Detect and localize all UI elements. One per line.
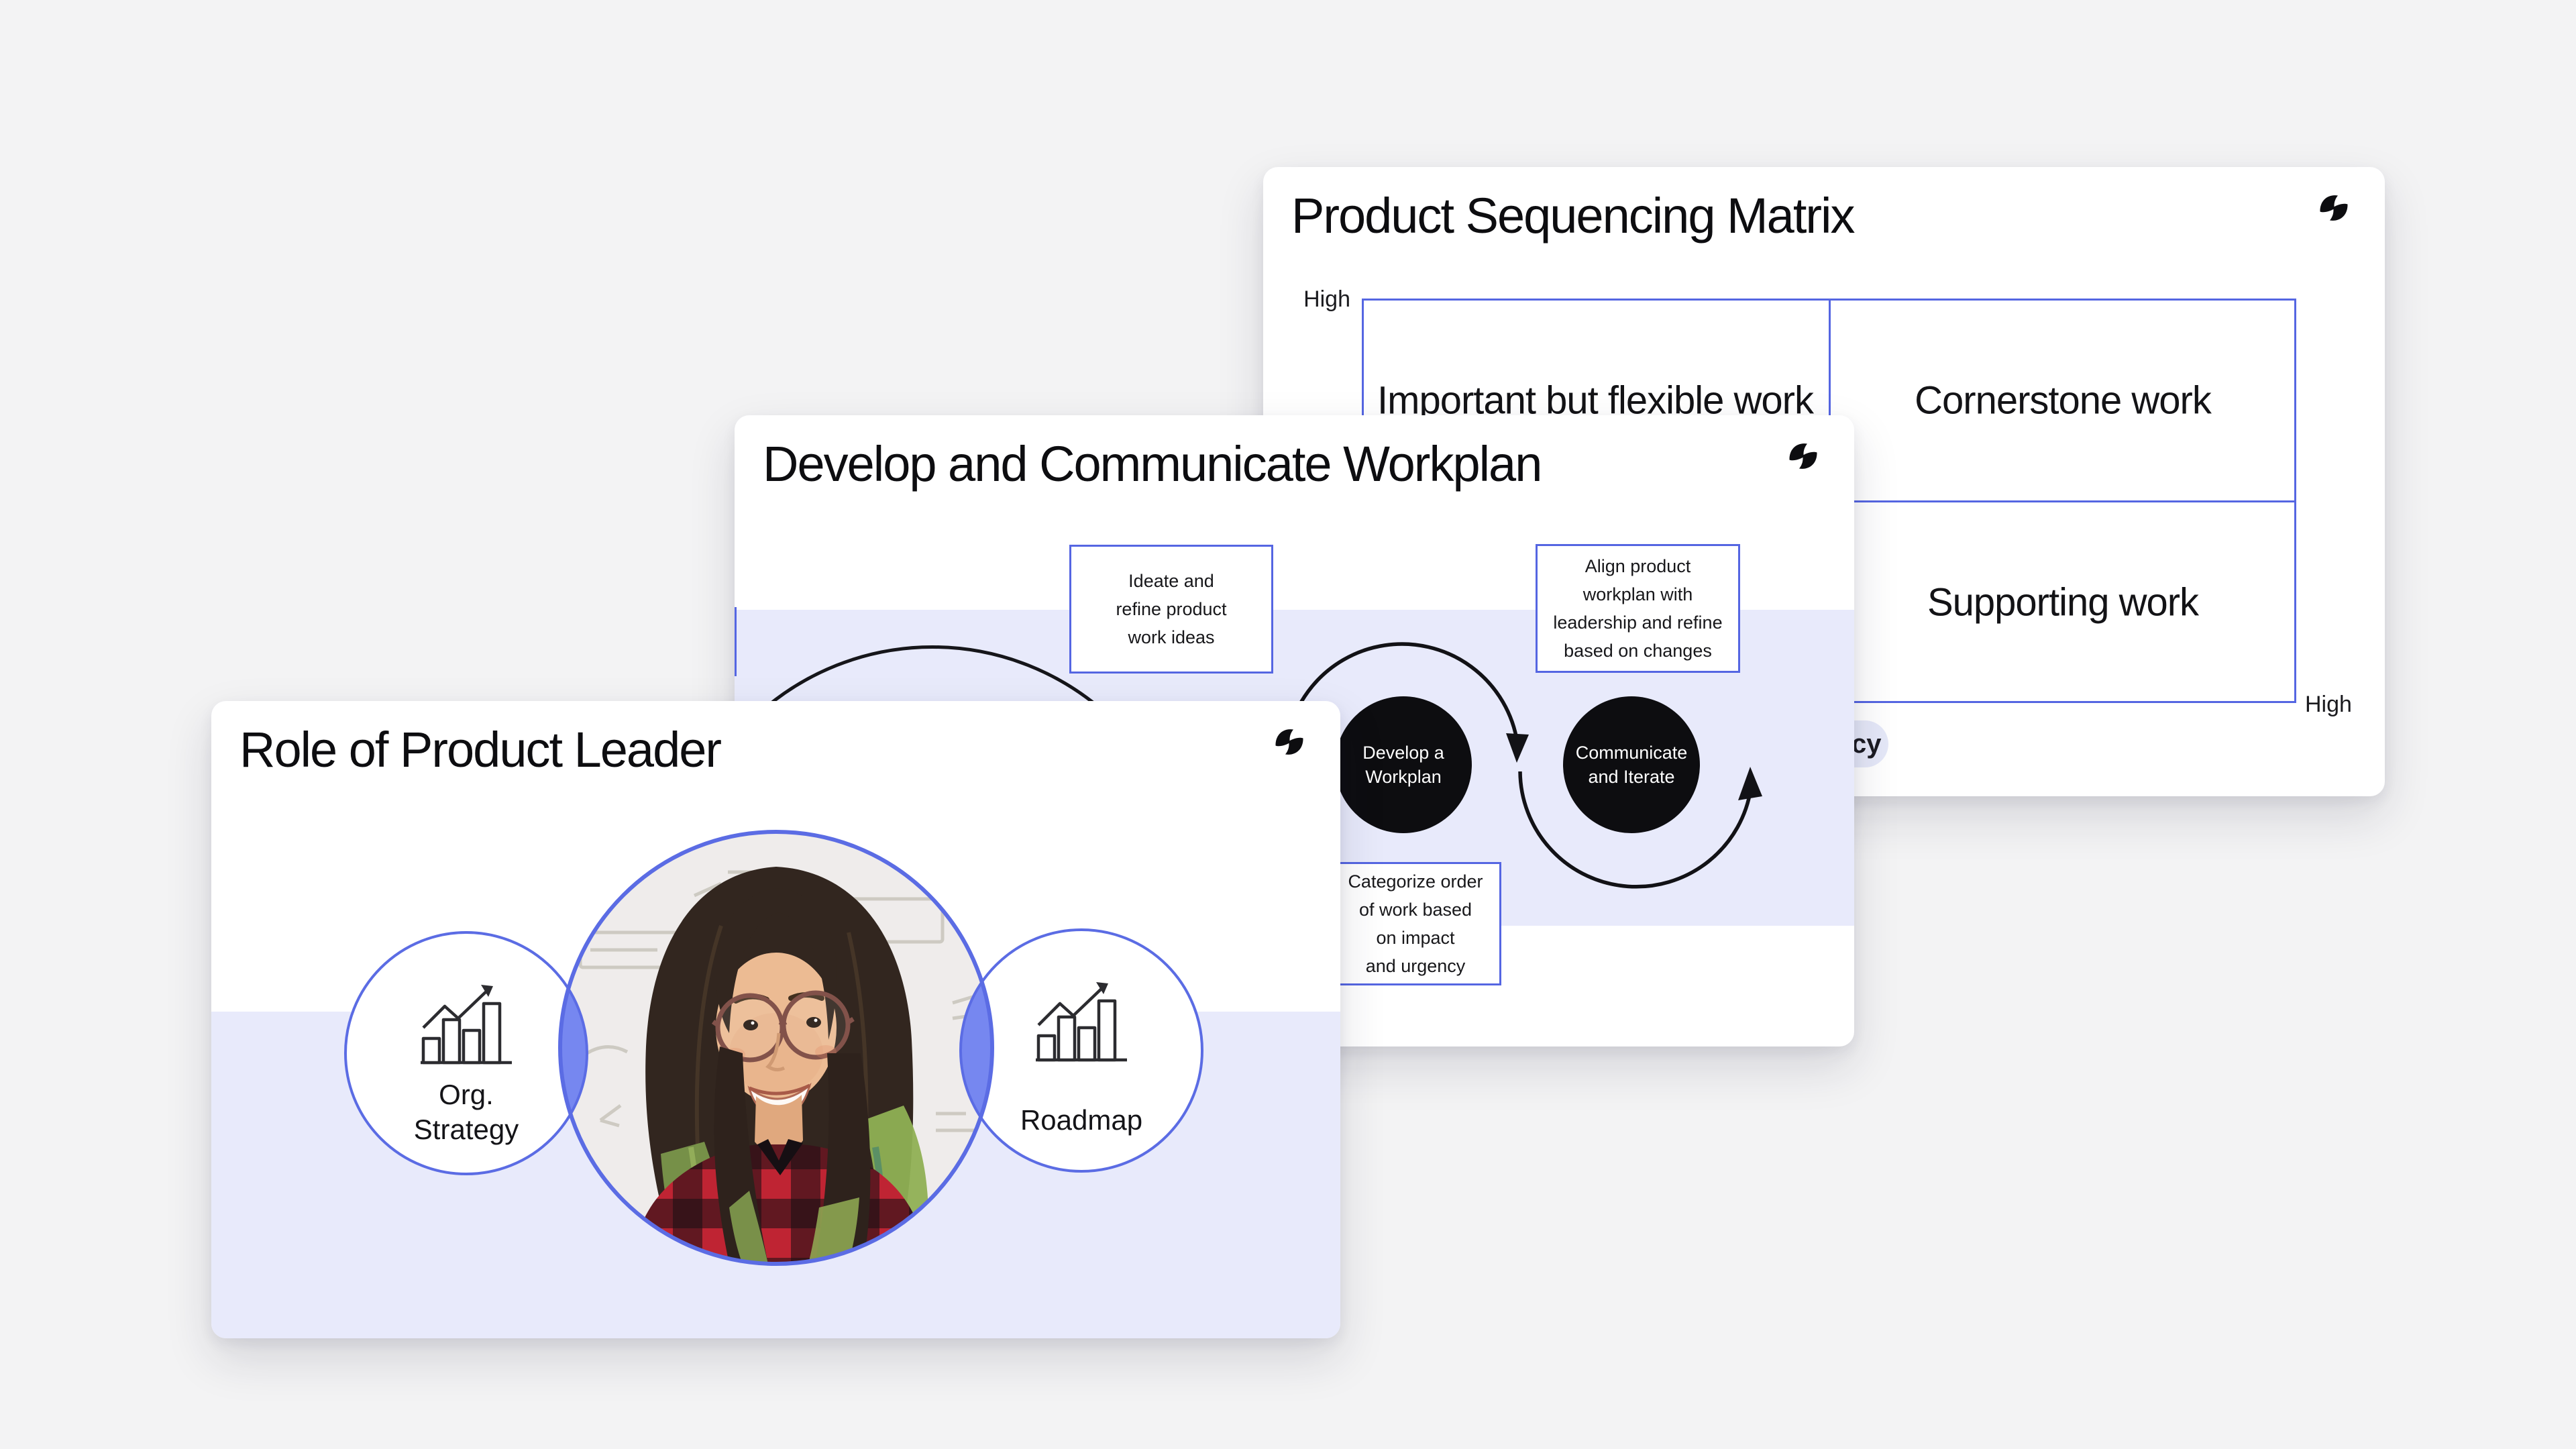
step-communicate-iterate: Communicate and Iterate [1563, 696, 1700, 833]
brand-mark-icon [1789, 443, 1817, 469]
quadrant-important-flexible: Important but flexible work [1377, 378, 1814, 423]
roadmap-content: Roadmap [1020, 982, 1142, 1136]
org-strategy-label-line2: Strategy [414, 1114, 519, 1145]
venn-diagram: Org. Strategy Roadmap [344, 830, 1203, 1266]
y-axis-high-label: High [1303, 286, 1350, 312]
clipped-callout-edge [735, 607, 737, 676]
quadrant-cornerstone: Cornerstone work [1915, 378, 2212, 423]
glasses [711, 990, 855, 1063]
brand-mark-icon [1275, 729, 1303, 755]
quadrant-supporting: Supporting work [1927, 580, 2199, 625]
callout-categorize: Categorize order of work based on impact… [1330, 862, 1501, 985]
callout-align: Align product workplan with leadership a… [1536, 544, 1740, 673]
callout-ideate: Ideate and refine product work ideas [1069, 545, 1273, 674]
roadmap-label: Roadmap [1020, 1104, 1142, 1136]
slide-role-of-product-leader: Org. Strategy Roadmap Role of Product Le… [211, 701, 1340, 1338]
page-title: Product Sequencing Matrix [1291, 188, 1855, 244]
growth-chart-icon [421, 985, 512, 1065]
growth-chart-icon [1036, 982, 1127, 1062]
org-strategy-label-line1: Org. [439, 1079, 494, 1110]
org-strategy-content: Org. Strategy [414, 985, 519, 1145]
photo-circle-ring [558, 830, 994, 1266]
brand-mark-icon [2320, 195, 2348, 221]
x-axis-title-visible-text: cy [1851, 729, 1882, 759]
portrait-photo [560, 832, 992, 1264]
x-axis-high-label: High [2305, 692, 2352, 717]
page-title: Develop and Communicate Workplan [763, 436, 1542, 492]
step-develop-workplan: Develop a Workplan [1335, 696, 1472, 833]
page-title: Role of Product Leader [239, 722, 722, 777]
